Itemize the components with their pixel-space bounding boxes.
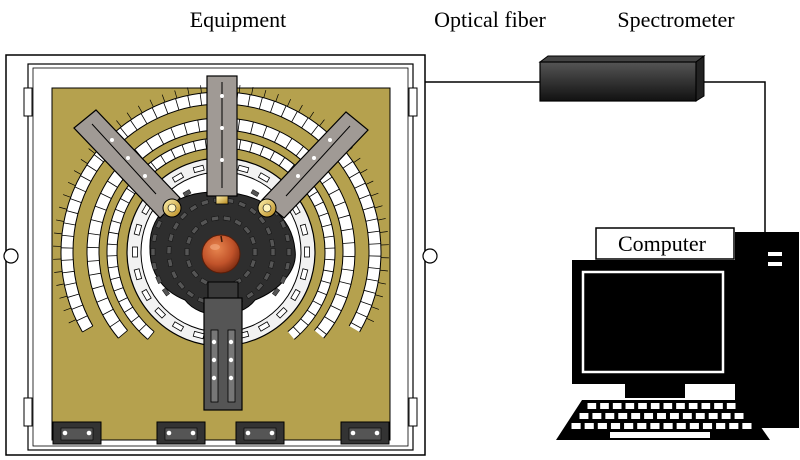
knob-icon [3, 248, 19, 264]
hinge-icon [23, 87, 33, 117]
right-probe-arm [261, 111, 369, 219]
optical-fiber-label: Optical fiber [434, 7, 546, 32]
apple-sample-icon [201, 234, 241, 274]
hinge-icon [408, 87, 418, 117]
left-probe-arm [73, 109, 181, 219]
hinge-icon [23, 397, 33, 427]
computer-label: Computer [618, 231, 707, 256]
equipment-label: Equipment [190, 7, 287, 32]
top-probe-arm [206, 75, 238, 205]
desktop-computer-icon [556, 227, 799, 440]
knob-icon [422, 248, 438, 264]
bottom-probe-arm [203, 281, 243, 411]
board-clamps [52, 421, 390, 445]
hinge-icon [408, 397, 418, 427]
left-sensor-icon [162, 198, 182, 218]
right-sensor-icon [257, 198, 277, 218]
spectrometer-computer-cable [697, 81, 766, 232]
spectrometer-icon [538, 55, 706, 102]
spectrometer-label: Spectrometer [617, 7, 735, 32]
computer-label-box [595, 227, 735, 260]
